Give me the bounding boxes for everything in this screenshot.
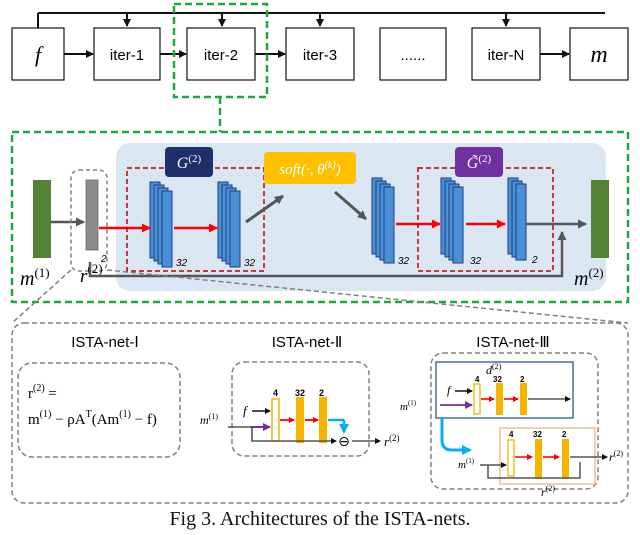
g3-channels: 32 bbox=[398, 256, 410, 267]
ista-net-2-input-block bbox=[271, 398, 280, 442]
g1-channels: 32 bbox=[176, 258, 188, 269]
figure-caption: Fig 3. Architectures of the ISTA-nets. bbox=[169, 508, 471, 530]
output-m-label: m bbox=[590, 42, 607, 68]
zoom-left-edge bbox=[11, 269, 72, 324]
G-tilde-badge bbox=[455, 147, 503, 177]
ista-net-3-c4b: 4 bbox=[509, 430, 514, 439]
ista-net-2-box bbox=[231, 361, 370, 457]
detail-frame bbox=[10, 130, 630, 304]
iter-box-N bbox=[471, 27, 541, 81]
conv-stack-g2 bbox=[217, 181, 241, 268]
ista-net-2-title: ISTA-net-Ⅱ bbox=[272, 334, 342, 351]
ista-net-3-c2a: 2 bbox=[520, 375, 525, 384]
ista-net-2-m-label: m(1) bbox=[200, 412, 218, 427]
ista-net-3-top-block-32 bbox=[496, 383, 503, 415]
conv-stack-g4 bbox=[440, 177, 464, 264]
ista-net-3-c2b: 2 bbox=[562, 430, 567, 439]
ista-net-3-d-box bbox=[435, 361, 574, 419]
m-out-label: m(2) bbox=[574, 265, 604, 290]
iter-label-3: iter-3 bbox=[303, 47, 337, 64]
ista-net-3-c32a: 32 bbox=[493, 375, 502, 384]
ista-net-3-r-box-label: r(2) bbox=[541, 484, 555, 499]
conv-stack-g3 bbox=[371, 177, 395, 264]
conv-stack-g5 bbox=[507, 177, 527, 261]
ista-net-3-skip bbox=[487, 462, 581, 479]
G-badge bbox=[165, 147, 213, 177]
r-bar bbox=[85, 179, 99, 251]
iter-label-1: iter-1 bbox=[110, 47, 144, 64]
variants-frame bbox=[11, 322, 629, 504]
ista-net-3-d-label: d(2) bbox=[486, 362, 502, 377]
ista-net-2-r-label: r(2) bbox=[384, 433, 400, 449]
ista-net-2-f-label: f bbox=[243, 403, 249, 418]
ista-net-2-block-2 bbox=[319, 397, 327, 443]
g2-channels: 32 bbox=[244, 258, 256, 269]
m-out-bar bbox=[591, 180, 609, 258]
ista-net-3-cyan-link bbox=[440, 418, 472, 455]
ista-net-2-block-32 bbox=[296, 397, 304, 443]
ista-net-3-c32b: 32 bbox=[533, 430, 542, 439]
iter-box-3 bbox=[285, 27, 355, 81]
zoom-right-edge bbox=[106, 269, 629, 324]
ista-net-3-title: ISTA-net-Ⅲ bbox=[476, 334, 549, 351]
ista-net-3-m-top-label: m(1) bbox=[400, 399, 417, 413]
m-in-label: m(1) bbox=[20, 265, 50, 290]
ista-net-2-c2: 2 bbox=[319, 388, 324, 398]
ista-net-3-bot-block-2 bbox=[562, 439, 569, 479]
iter-box-1 bbox=[93, 27, 161, 81]
ista-net-3-top-input-block bbox=[473, 383, 481, 415]
ista-net-2-c4: 4 bbox=[273, 388, 278, 398]
output-m-box bbox=[569, 27, 629, 81]
conv-stack-g1 bbox=[149, 181, 173, 268]
ista-net-1-eq-line2: m(1) − ρAT(Am(1) − f) bbox=[28, 409, 157, 428]
ista-net-3-m-bot-label: m(1) bbox=[458, 457, 475, 471]
iter-label-2: iter-2 bbox=[204, 47, 238, 64]
iter-box-2 bbox=[186, 27, 256, 81]
arrow-from-soft bbox=[334, 190, 367, 221]
G-tilde-label: G̃(2) bbox=[467, 153, 492, 172]
ista-net-1-title: ISTA-net-Ⅰ bbox=[71, 334, 139, 351]
g5-channels: 2 bbox=[531, 255, 538, 266]
ista-net-3-bot-input-block bbox=[507, 439, 515, 477]
g4-channels: 32 bbox=[470, 256, 482, 267]
ista-net-1-eq-line1: r(2) = bbox=[28, 383, 57, 402]
ista-net-1-box bbox=[17, 362, 181, 458]
ista-net-3-r-box bbox=[499, 427, 596, 485]
ista-net-2-minus-node: ⊖ bbox=[338, 433, 350, 449]
ista-net-3-r-out-label: r(2) bbox=[609, 449, 623, 464]
r-dashed-box bbox=[70, 169, 108, 272]
iter-box-ellipsis bbox=[379, 27, 447, 81]
soft-threshold-badge bbox=[264, 152, 356, 184]
G-label: G(2) bbox=[177, 153, 202, 172]
ista-net-2-skip bbox=[251, 427, 337, 444]
input-f-label: f bbox=[35, 42, 44, 67]
ista-net-3-f-label: f bbox=[447, 383, 452, 397]
m-in-bar bbox=[33, 180, 51, 258]
iteration-pipeline: f iter-1 iter-2 iter-3 ...... iter-N m bbox=[11, 2, 629, 132]
variants-panel: ISTA-net-Ⅰ r(2) = m(1) − ρAT(Am(1) − f) … bbox=[11, 322, 629, 504]
ista-net-3-c4a: 4 bbox=[475, 375, 480, 384]
ista-net-3-box bbox=[430, 352, 599, 490]
iter-label-ellipsis: ...... bbox=[400, 47, 425, 64]
arrow-to-soft bbox=[245, 194, 284, 224]
ista-net-3-top-block-2 bbox=[520, 383, 527, 415]
residual-skip bbox=[88, 231, 567, 278]
ista-net-3-bot-block-32 bbox=[535, 439, 542, 479]
ista-net-2-c32: 32 bbox=[295, 388, 305, 398]
iteration-detail: m(1) 2 r(2) G(2) 32 32 bbox=[10, 130, 630, 304]
r-channels: 2 bbox=[100, 254, 107, 265]
soft-threshold-label: soft(·, θ(k)) bbox=[279, 160, 340, 178]
iter-label-N: iter-N bbox=[488, 47, 525, 64]
r-label: r(2) bbox=[80, 261, 103, 287]
input-f-box bbox=[11, 27, 65, 81]
